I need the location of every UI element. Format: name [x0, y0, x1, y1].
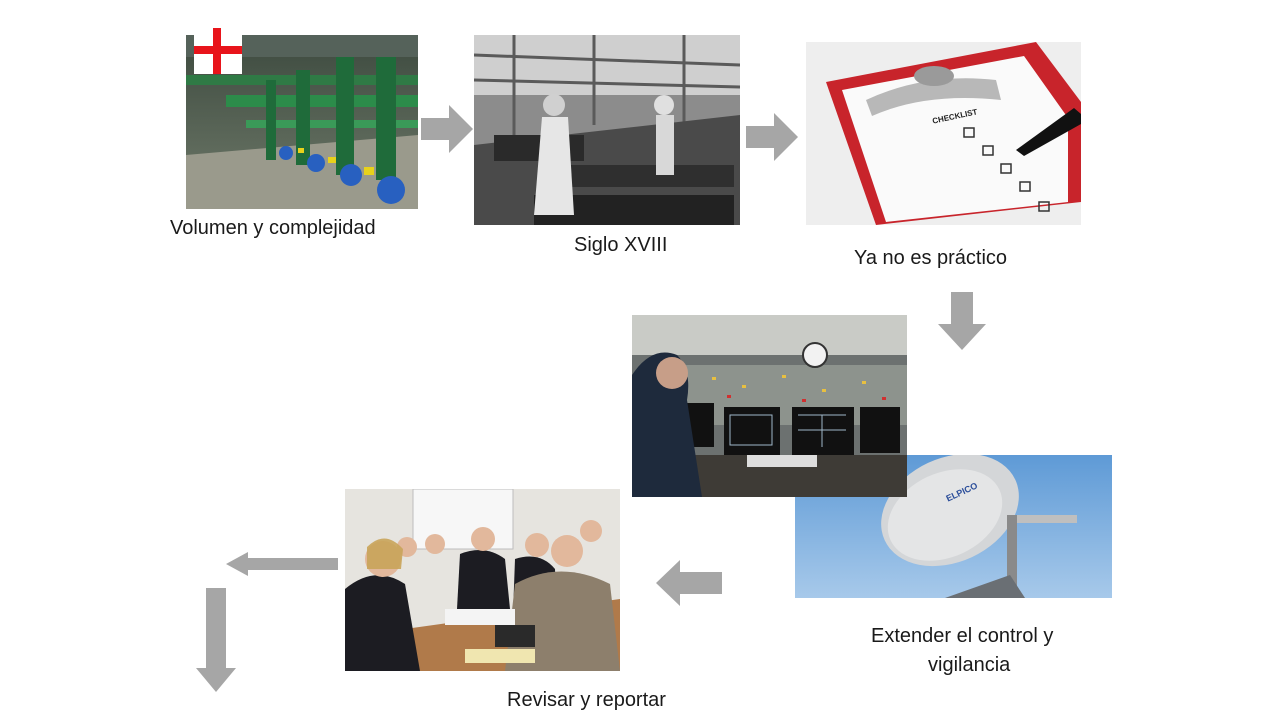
caption-volumen: Volumen y complejidad: [170, 217, 376, 239]
red-cross-icon: [194, 28, 242, 74]
team-meeting-photo: [345, 489, 620, 671]
historic-factory-photo: [474, 35, 740, 225]
industrial-pumps-photo: [186, 35, 418, 209]
arrow-right-2: [746, 113, 798, 161]
caption-extender-line2: vigilancia: [928, 654, 1011, 676]
caption-siglo: Siglo XVIII: [574, 234, 668, 256]
arrow-down-2: [196, 588, 236, 692]
control-room-photo: [632, 315, 907, 497]
caption-extender-line1: Extender el control y: [871, 625, 1054, 647]
arrow-left-2: [226, 552, 338, 576]
arrow-down-1: [938, 292, 986, 350]
checklist-clipboard-photo: CHECKLIST: [806, 42, 1081, 225]
caption-practico: Ya no es práctico: [854, 247, 1008, 269]
arrow-left-1: [656, 560, 722, 606]
arrow-right-1: [421, 105, 473, 153]
caption-revisar: Revisar y reportar: [507, 689, 666, 711]
satellite-antenna-photo: ELPICO: [795, 455, 1112, 598]
